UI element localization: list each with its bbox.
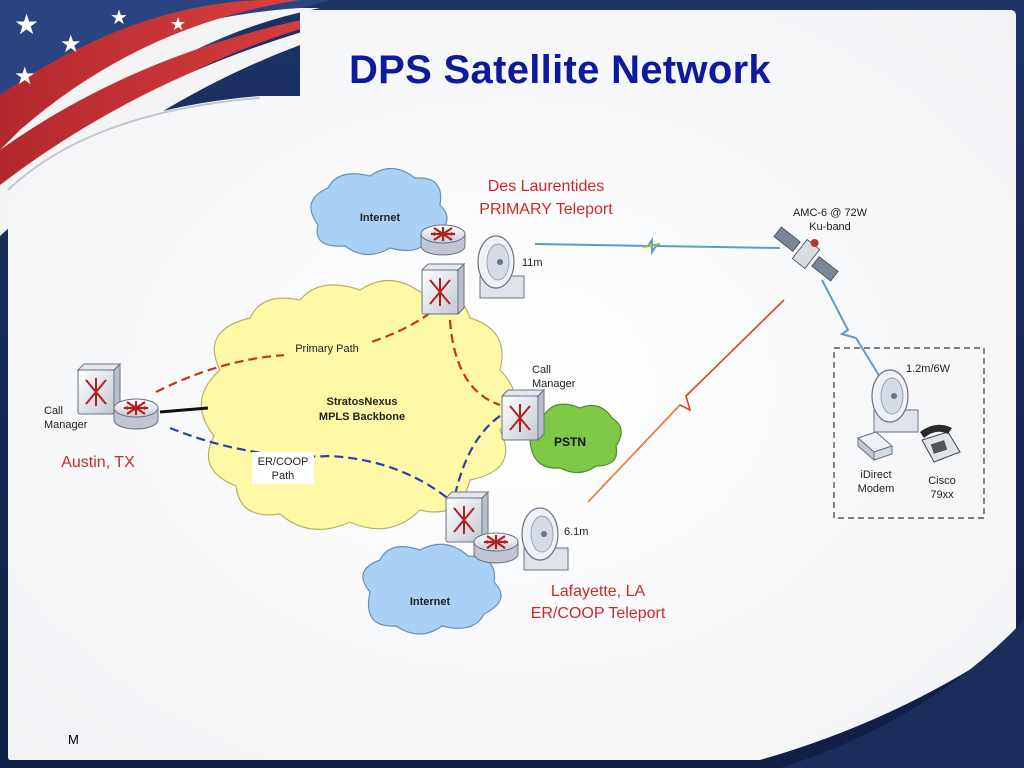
internet-label: Internet (410, 596, 451, 608)
switch-icon (445, 491, 489, 543)
ercoop-satellite-link (587, 299, 785, 503)
switch-icon (421, 263, 465, 315)
star-icon: ★ (14, 9, 39, 40)
ip-phone-icon (920, 424, 961, 463)
svg-text:Primary Path: Primary Path (295, 343, 359, 355)
dish-size-label: 6.1m (564, 526, 588, 538)
dish-size-label: 1.2m/6W (906, 363, 951, 375)
internet-cloud-top: Internet (310, 167, 448, 256)
des-laurentides-site: Des Laurentides PRIMARY Teleport 11m (419, 178, 613, 315)
satellite: AMC-6 @ 72W Ku-band (773, 207, 868, 282)
modem-label: iDirect (860, 469, 891, 481)
lafayette-site: 6.1m Lafayette, LA ER/COOP Teleport (445, 491, 666, 622)
star-icon: ★ (14, 63, 36, 90)
satellite-icon (773, 226, 839, 282)
link-bolt-icon (642, 243, 661, 248)
router-icon (472, 531, 520, 565)
remote-site: 1.2m/6W iDirect Modem Cisco 79xx (833, 347, 985, 519)
router-icon (112, 397, 160, 431)
satellite-dish-icon (477, 235, 525, 299)
lafayette-label: Lafayette, LA (551, 583, 646, 600)
svg-text:ER/COOP: ER/COOP (258, 456, 309, 468)
call-manager-icon (77, 363, 121, 415)
call-manager-icon (501, 389, 545, 441)
star-icon: ★ (110, 7, 128, 29)
austin-site: Call Manager Austin, TX (44, 363, 160, 471)
phone-label: 79xx (930, 489, 954, 501)
footer-text: M (68, 732, 79, 747)
ercoop-teleport-label: ER/COOP Teleport (531, 605, 666, 622)
internet-cloud-bottom: Internet (362, 543, 502, 635)
austin-label: Austin, TX (61, 454, 135, 471)
call-manager-pstn: Call Manager (501, 364, 576, 441)
des-laurentides-label: Des Laurentides (488, 178, 605, 195)
call-manager-label: Manager (532, 378, 576, 390)
backbone-label-line1: StratosNexus (327, 396, 398, 408)
primary-path-label: Primary Path (284, 340, 370, 356)
call-manager-label: Manager (44, 419, 88, 431)
austin-backbone-link (159, 406, 209, 414)
primary-teleport-label: PRIMARY Teleport (479, 201, 613, 218)
dish-size-label: 11m (522, 257, 543, 269)
satellite-dish-icon (521, 507, 569, 571)
call-manager-label: Call (532, 364, 551, 376)
modem-icon (857, 431, 893, 462)
pstn-label: PSTN (554, 435, 586, 449)
primary-satellite-link (534, 236, 781, 256)
satellite-dish-icon (871, 369, 919, 433)
ercoop-path-line (169, 426, 451, 501)
flag-decoration: ★ ★ ★ ★ ★ (0, 0, 350, 236)
page-title: DPS Satellite Network (349, 48, 771, 92)
star-icon: ★ (170, 14, 186, 34)
internet-label: Internet (360, 212, 401, 224)
phone-label: Cisco (928, 475, 956, 487)
backbone-label-line2: MPLS Backbone (319, 411, 405, 423)
router-icon (419, 223, 467, 257)
ercoop-path-label: ER/COOP Path (252, 452, 314, 484)
satellite-label: AMC-6 @ 72W (793, 207, 868, 219)
svg-text:Path: Path (272, 470, 295, 482)
remote-site-boundary (833, 347, 985, 519)
call-manager-label: Call (44, 405, 63, 417)
modem-label: Modem (858, 483, 895, 495)
star-icon: ★ (60, 31, 82, 58)
remote-satellite-link (821, 279, 889, 391)
satellite-band-label: Ku-band (809, 221, 851, 233)
ercoop-callmanager-line (453, 409, 511, 496)
primary-path-callmanager-line (448, 319, 501, 407)
pstn-cloud: PSTN (526, 403, 622, 474)
